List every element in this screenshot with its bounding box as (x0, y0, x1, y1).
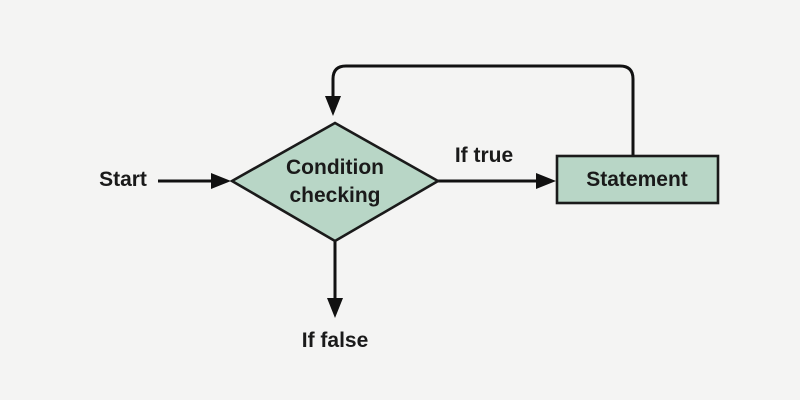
if-true-arrowhead-icon (536, 173, 556, 189)
condition-diamond-shape (229, 121, 441, 243)
loop-back-connector (331, 64, 635, 156)
statement-box-shape (555, 154, 720, 205)
if-true-edge-label: If true (454, 144, 514, 167)
start-label: Start (99, 168, 147, 191)
loop-arrowhead-icon (325, 96, 341, 116)
if-false-arrowhead-icon (327, 298, 343, 318)
condition-node-label: Condition checking (286, 156, 384, 207)
if-false-edge-label: If false (301, 329, 369, 352)
statement-node-label: Statement (586, 168, 688, 191)
start-arrowhead-icon (211, 173, 231, 189)
